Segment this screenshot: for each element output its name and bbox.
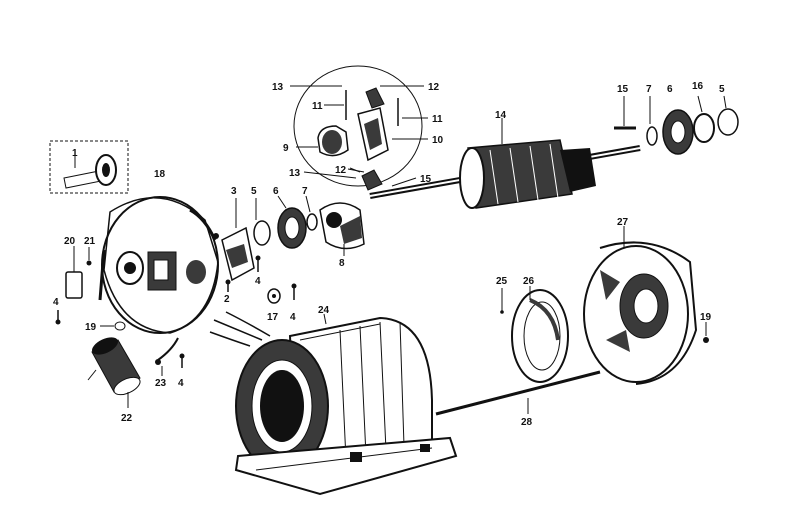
part-1-shaft-pin [49, 140, 129, 194]
callout-10: 10 [432, 135, 444, 146]
part-16-seal [693, 95, 715, 143]
part-19-washer-right [703, 322, 709, 343]
callout-4d: 4 [290, 312, 296, 323]
callout-4b: 4 [178, 378, 184, 389]
part-14-armature [369, 118, 641, 209]
callout-19b: 19 [700, 312, 712, 323]
callout-4c: 4 [255, 276, 261, 287]
part-7-washer-left [305, 195, 318, 231]
part-23-clip [155, 337, 179, 376]
callout-3: 3 [231, 186, 237, 197]
callout-26: 26 [523, 276, 535, 287]
brush-assembly-group [293, 65, 423, 191]
callout-20: 20 [64, 236, 76, 247]
part-20-small-capacitor [65, 246, 83, 299]
callout-27: 27 [617, 217, 629, 228]
part-6-bearing-right [662, 109, 694, 155]
part-5-snap-ring-left [253, 198, 271, 246]
callout-16: 16 [692, 81, 704, 92]
callout-13a: 13 [272, 82, 284, 93]
part-4-screw-switch [255, 255, 261, 272]
callout-18: 18 [154, 169, 166, 180]
part-3-switch [213, 198, 255, 282]
callout-8: 8 [339, 258, 345, 269]
callout-17: 17 [267, 312, 279, 323]
part-25-screw [500, 288, 504, 314]
callout-1: 1 [72, 148, 78, 159]
callout-14: 14 [495, 110, 507, 121]
callout-12b: 12 [335, 165, 347, 176]
leader-lines [290, 85, 428, 187]
callout-4a: 4 [53, 297, 59, 308]
callout-21: 21 [84, 236, 96, 247]
part-4-screw-left [55, 310, 61, 325]
callout-15a: 15 [617, 84, 629, 95]
part-15-shaft-key-right [614, 96, 636, 130]
part-17-washer [267, 288, 281, 304]
part-18-end-bell [98, 196, 219, 334]
callout-11b: 11 [432, 114, 443, 125]
callout-11a: 11 [312, 101, 323, 112]
callout-9: 9 [283, 143, 289, 154]
part-28-through-bolt [435, 370, 601, 416]
callout-2: 2 [224, 294, 230, 305]
part-6-bearing-left [277, 195, 307, 249]
part-27-rear-end-bell [583, 226, 698, 385]
callout-19a: 19 [85, 322, 97, 333]
part-22-capacitor [87, 337, 141, 408]
part-19-washer-left [100, 321, 126, 331]
callout-5b: 5 [719, 84, 725, 95]
callout-25: 25 [496, 276, 508, 287]
part-8-centrifugal-switch [319, 202, 365, 256]
callout-12a: 12 [428, 82, 440, 93]
callout-7b: 7 [646, 84, 652, 95]
callout-28: 28 [521, 417, 533, 428]
callout-22: 22 [121, 413, 133, 424]
callout-6a: 6 [273, 186, 279, 197]
part-4-screw-mid [291, 283, 297, 300]
part-21-screw [86, 247, 92, 266]
part-7-washer-right [646, 96, 658, 146]
part-5-snap-ring-right [717, 95, 739, 136]
callout-13b: 13 [289, 168, 301, 179]
part-24-stator-housing [209, 311, 458, 496]
part-4-screw-lower [179, 353, 185, 368]
part-2-screw [225, 279, 231, 292]
callout-labels: 1 2 3 4 4 4 4 5 5 6 6 7 7 8 9 10 11 11 1… [53, 81, 725, 428]
part-26-gasket [511, 286, 569, 383]
callout-6b: 6 [667, 84, 673, 95]
callout-23: 23 [155, 378, 167, 389]
callout-15b: 15 [420, 174, 432, 185]
callout-24: 24 [318, 305, 330, 316]
callout-7a: 7 [302, 186, 308, 197]
callout-5a: 5 [251, 186, 257, 197]
